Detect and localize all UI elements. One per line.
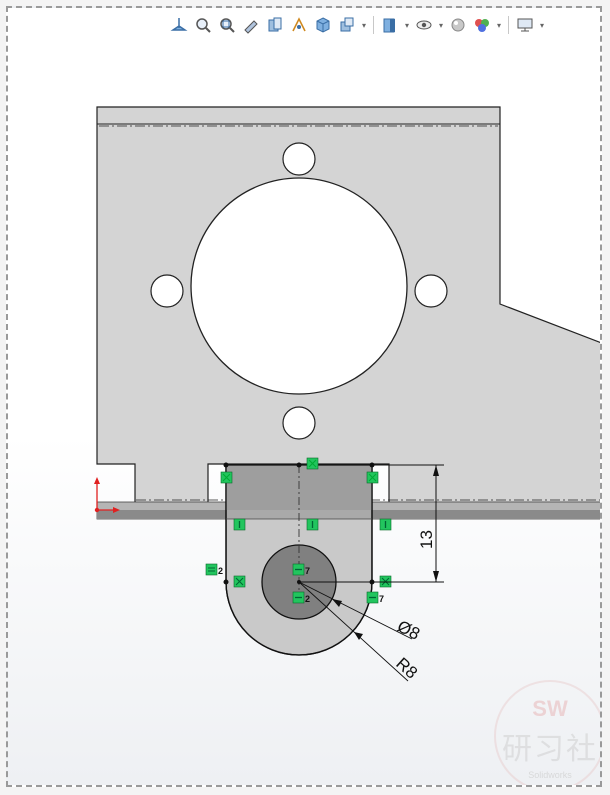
bolt-hole-left — [150, 274, 184, 308]
height-dimension-value[interactable]: 13 — [417, 530, 436, 549]
bolt-hole-bottom — [282, 406, 316, 440]
edit-appearance-icon[interactable] — [447, 14, 469, 36]
chevron-down-icon[interactable]: ▾ — [438, 20, 443, 30]
sketch-point[interactable] — [223, 462, 229, 468]
apply-scene-icon[interactable] — [471, 14, 493, 36]
watermark-logo-text: SW — [532, 696, 568, 721]
coincident-relation-icon[interactable] — [366, 471, 379, 484]
watermark-name: 研习社 — [502, 732, 598, 767]
origin-icon — [94, 477, 120, 513]
section-view-icon[interactable] — [264, 14, 286, 36]
vertical-relation-icon[interactable] — [379, 518, 392, 531]
horizontal-relation-icon[interactable] — [292, 591, 305, 604]
sketch-point[interactable] — [369, 579, 375, 585]
view-cube-dropdown-icon[interactable] — [336, 14, 358, 36]
watermark-url: Solidworks — [528, 770, 572, 780]
relation-tag: 2 — [218, 566, 223, 576]
sketch-point[interactable] — [369, 462, 375, 468]
large-bore-hole — [190, 177, 408, 395]
monitor-icon[interactable] — [514, 14, 536, 36]
model-viewport[interactable]: 2 7 2 7 13 Ø8 R8 — [8, 8, 602, 787]
horizontal-relation-icon[interactable] — [292, 563, 305, 576]
bolt-hole-top — [282, 142, 316, 176]
toolbar-divider — [373, 16, 374, 34]
relation-tag: 2 — [305, 594, 310, 604]
equal-relation-icon[interactable] — [205, 563, 218, 576]
graphics-area[interactable]: ▾ ▾ ▾ ▾ ▾ — [6, 6, 602, 787]
relation-tag: 7 — [379, 594, 384, 604]
coincident-relation-icon[interactable] — [220, 471, 233, 484]
previous-view-icon[interactable] — [240, 14, 262, 36]
coincident-relation-icon[interactable] — [306, 457, 319, 470]
chevron-down-icon[interactable]: ▾ — [539, 20, 544, 30]
radius-dimension-value[interactable]: R8 — [392, 654, 421, 683]
zoom-to-fit-icon[interactable] — [192, 14, 214, 36]
bolt-hole-right — [414, 274, 448, 308]
vertical-relation-icon[interactable] — [306, 518, 319, 531]
chevron-down-icon[interactable]: ▾ — [496, 20, 501, 30]
height-dimension[interactable]: 13 — [373, 464, 444, 583]
tangent-relation-icon[interactable] — [379, 575, 392, 588]
tangent-relation-icon[interactable] — [233, 575, 246, 588]
horizontal-relation-icon[interactable] — [366, 591, 379, 604]
view-orientation-cube-icon[interactable] — [312, 14, 334, 36]
relation-tag: 7 — [305, 566, 310, 576]
watermark-logo: SW 研习社 Solidworks — [494, 680, 600, 785]
chevron-down-icon[interactable]: ▾ — [404, 20, 409, 30]
sketch-outline — [225, 581, 373, 656]
hide-show-icon[interactable] — [413, 14, 435, 36]
chevron-down-icon[interactable]: ▾ — [361, 20, 366, 30]
dynamic-annotation-icon[interactable] — [288, 14, 310, 36]
view-orientation-icon[interactable] — [168, 14, 190, 36]
sketch-point[interactable] — [223, 579, 229, 585]
zoom-to-area-icon[interactable] — [216, 14, 238, 36]
vertical-relation-icon[interactable] — [233, 518, 246, 531]
toolbar-divider — [508, 16, 509, 34]
diameter-dimension-value[interactable]: Ø8 — [394, 617, 423, 644]
heads-up-view-toolbar: ▾ ▾ ▾ ▾ ▾ — [168, 12, 588, 38]
display-style-icon[interactable] — [379, 14, 401, 36]
sketch-point[interactable] — [296, 462, 302, 468]
